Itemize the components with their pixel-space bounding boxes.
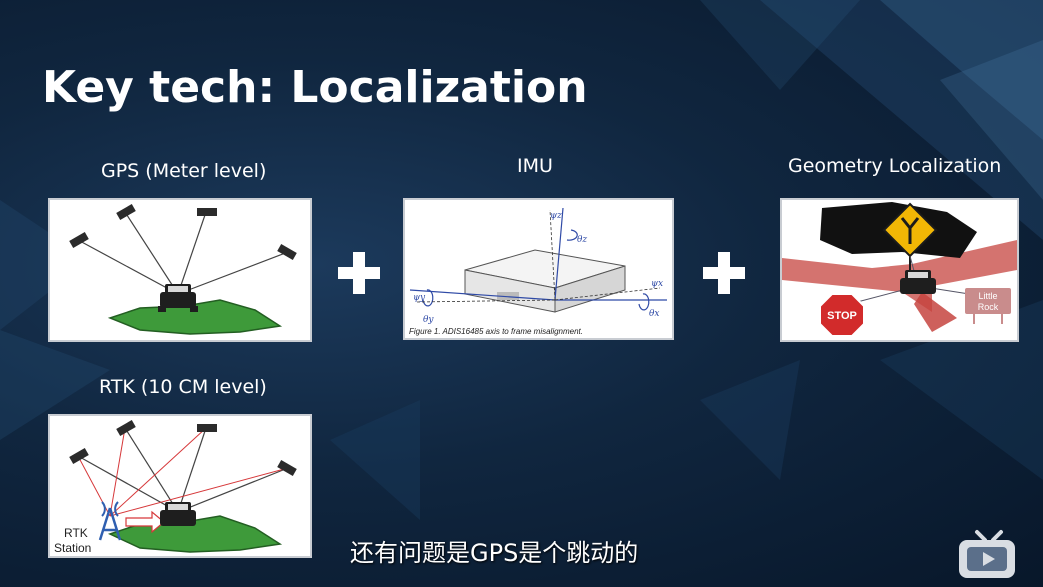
gps-label: GPS (Meter level) (101, 160, 267, 182)
place-sign-line-1: Little (978, 291, 997, 301)
satellite-icon (69, 420, 297, 476)
rtk-station-label-2: Station (54, 541, 91, 555)
gps-image (48, 198, 312, 342)
rtk-station-label-1: RTK (64, 526, 88, 540)
video-subtitle: 还有问题是GPS是个跳动的 (350, 539, 639, 567)
rtk-label: RTK (10 CM level) (99, 376, 267, 398)
imu-axis-psi-z: ψz (550, 211, 562, 221)
car-icon (900, 270, 936, 294)
imu-axis-theta-y: θy (423, 315, 434, 325)
antenna-icon (98, 501, 122, 541)
slide-title: Key tech: Localization (42, 62, 588, 113)
place-sign: Little Rock (965, 288, 1011, 324)
imu-axis-theta-x: θx (649, 309, 660, 319)
imu-image: ψz θz ψy θy ψx θx Figure 1. ADIS16485 ax… (403, 198, 674, 340)
imu-label: IMU (517, 155, 553, 177)
car-icon (158, 284, 198, 312)
satellite-icon (69, 204, 297, 260)
stop-sign: STOP (819, 293, 865, 337)
plus-icon (338, 252, 380, 294)
imu-figure-caption: Figure 1. ADIS16485 axis to frame misali… (409, 327, 583, 336)
imu-axis-psi-x: ψx (651, 279, 663, 289)
plus-icon (703, 252, 745, 294)
rtk-image: RTK Station (48, 414, 312, 558)
tv-logo-icon (959, 530, 1015, 578)
imu-axis-theta-z: θz (577, 235, 587, 245)
geometry-label: Geometry Localization (788, 155, 1002, 177)
car-icon (160, 502, 196, 526)
stop-sign-text: STOP (827, 310, 857, 322)
place-sign-line-2: Rock (978, 302, 999, 312)
imu-axis-psi-y: ψy (413, 293, 426, 303)
geometry-image: STOP Little Rock (780, 198, 1019, 342)
